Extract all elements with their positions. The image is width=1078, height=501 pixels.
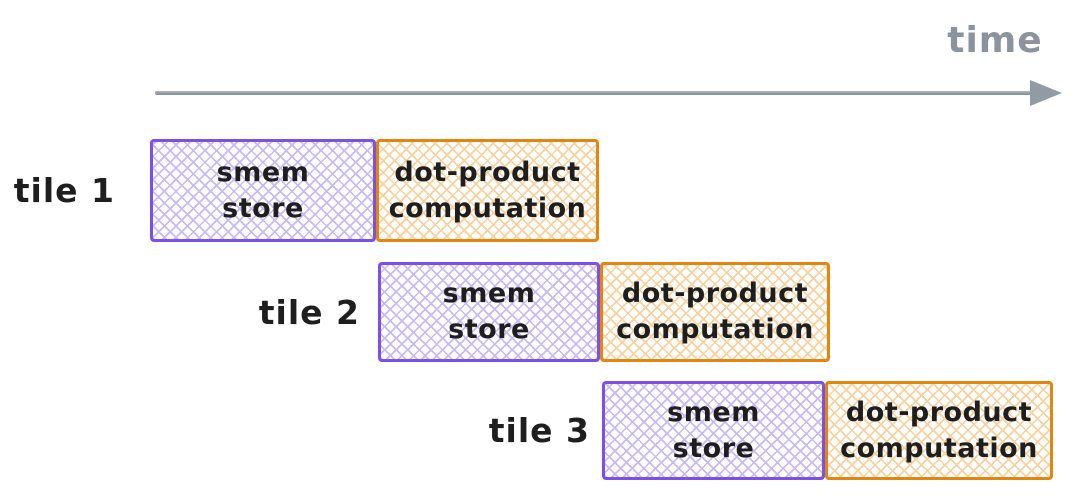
dot-product-text-line2: computation bbox=[388, 192, 587, 224]
tile-3-label: tile 3 bbox=[488, 411, 590, 450]
time-axis-label: time bbox=[947, 20, 1043, 61]
tile-1-smem-store-box: smem store bbox=[150, 139, 376, 242]
dot-product-text-line1: dot-product bbox=[621, 278, 809, 310]
smem-store-text-line2: store bbox=[672, 432, 755, 464]
time-arrow-line bbox=[155, 91, 1033, 95]
smem-store-text-line1: smem bbox=[216, 156, 310, 188]
dot-product-text-line1: dot-product bbox=[394, 156, 581, 188]
smem-store-text-line1: smem bbox=[442, 278, 536, 310]
time-arrow-head-icon bbox=[1030, 80, 1062, 106]
tile-1-dot-product-box: dot-product computation bbox=[376, 139, 599, 242]
tile-2-label: tile 2 bbox=[258, 292, 360, 332]
smem-store-text-line2: store bbox=[448, 314, 530, 345]
dot-product-text-line2: computation bbox=[616, 314, 814, 345]
tile-2-dot-product-box: dot-product computation bbox=[600, 262, 830, 362]
dot-product-text-line2: computation bbox=[840, 432, 1038, 464]
tile-3-smem-store-box: smem store bbox=[602, 381, 825, 480]
tile-2-smem-store-box: smem store bbox=[378, 262, 600, 362]
dot-product-text-line1: dot-product bbox=[845, 396, 1033, 428]
tile-1-label: tile 1 bbox=[13, 171, 115, 210]
smem-store-text-line1: smem bbox=[667, 396, 760, 428]
smem-store-text-line2: store bbox=[222, 192, 304, 224]
tile-3-dot-product-box: dot-product computation bbox=[825, 381, 1053, 480]
